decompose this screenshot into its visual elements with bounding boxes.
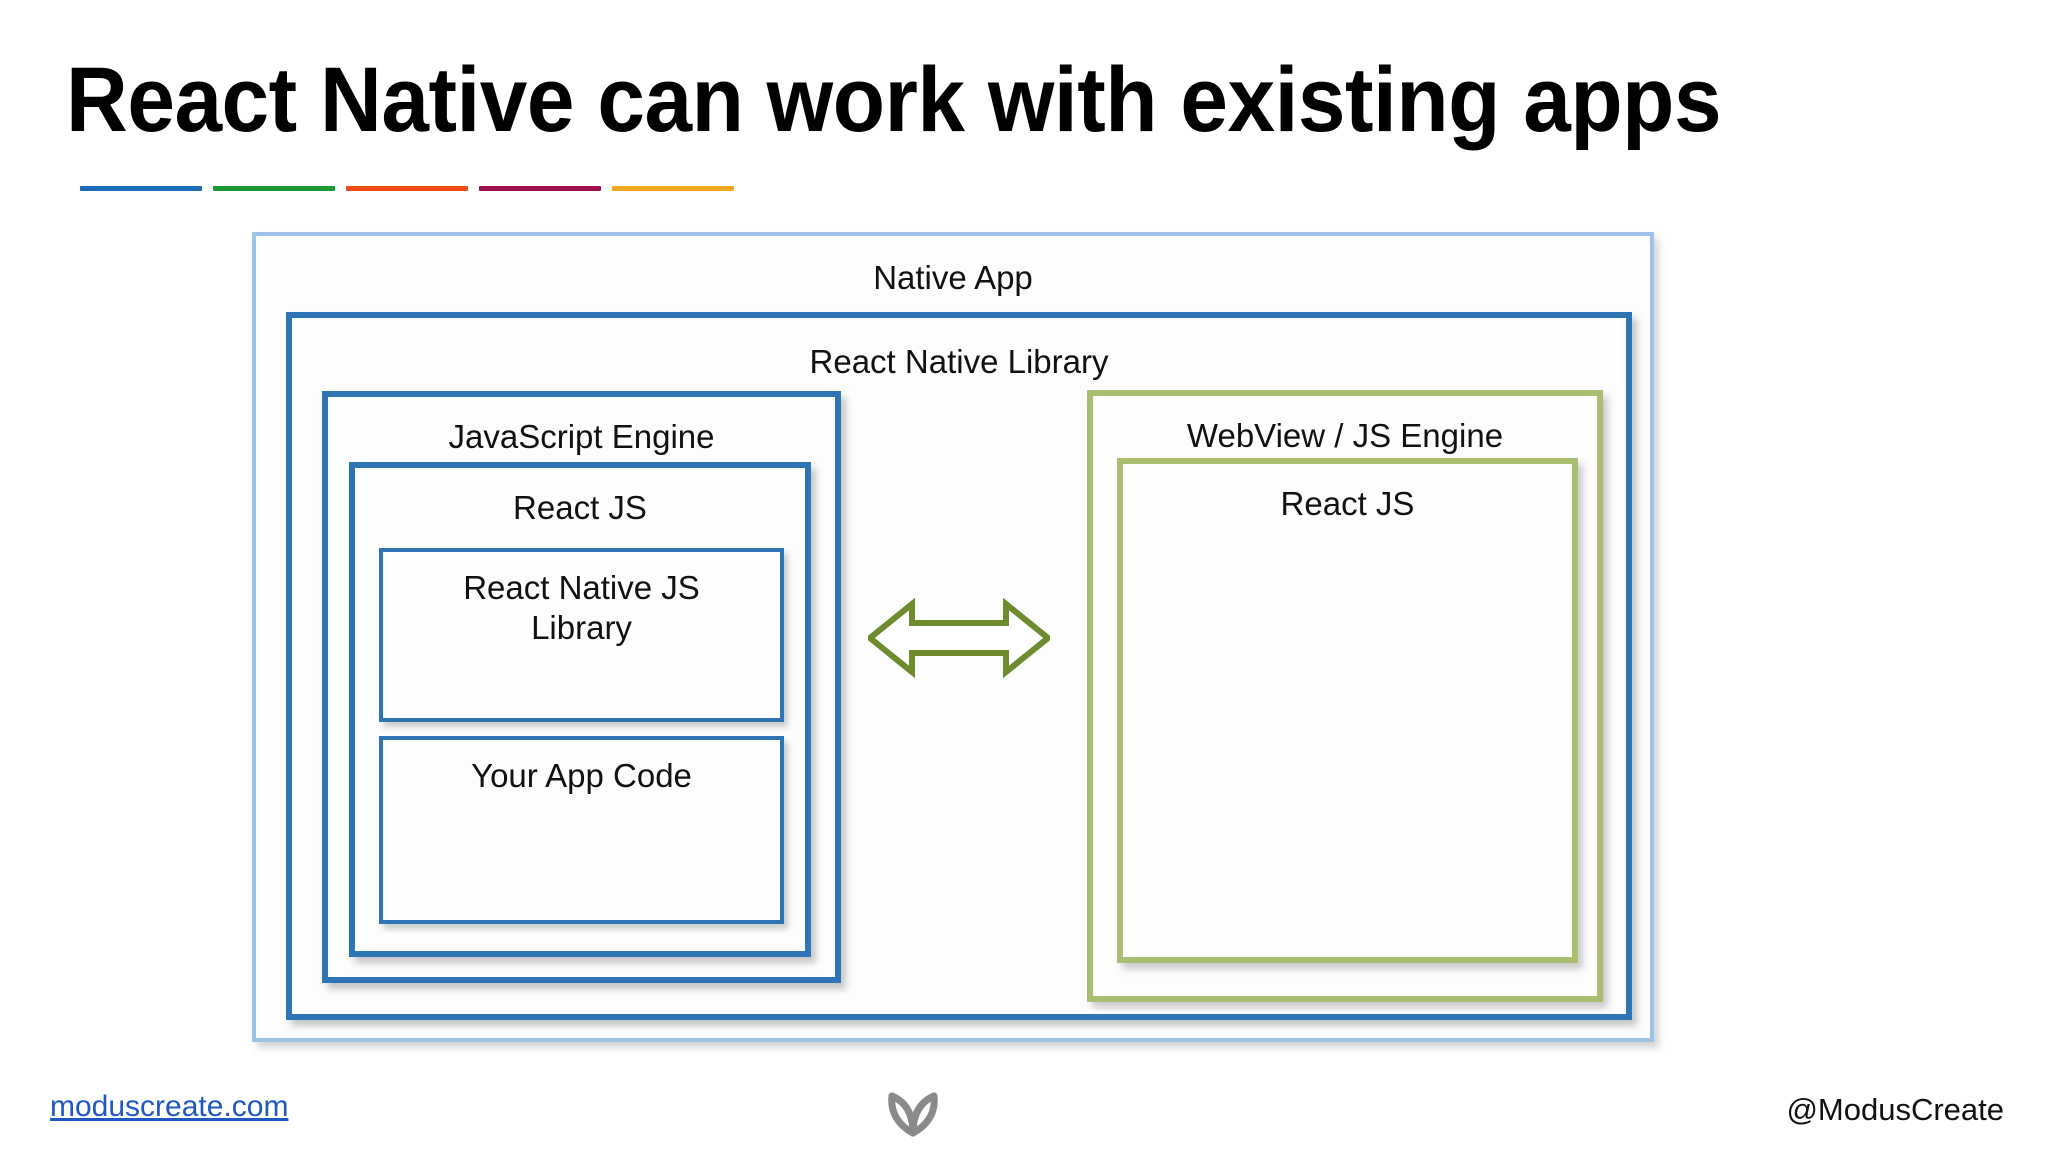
box-react-js-right: React JS: [1117, 458, 1578, 963]
box-webview-js-engine: WebView / JS Engine React JS: [1087, 390, 1603, 1002]
page-title: React Native can work with existing apps: [66, 49, 1722, 151]
box-javascript-engine: JavaScript Engine React JS React Native …: [322, 391, 841, 983]
accent-bar-green: [213, 186, 335, 191]
box-native-app-label: Native App: [873, 259, 1033, 296]
box-react-native-js-library: React Native JS Library: [379, 548, 784, 722]
box-your-app-code-label: Your App Code: [471, 757, 692, 794]
accent-bar-orange: [346, 186, 468, 191]
box-react-js-left: React JS React Native JS Library Your Ap…: [349, 462, 811, 957]
box-native-app: Native App React Native Library JavaScri…: [252, 232, 1654, 1042]
box-react-js-right-label: React JS: [1280, 485, 1415, 522]
double-headed-arrow-icon: [868, 596, 1050, 680]
box-webview-js-engine-label: WebView / JS Engine: [1186, 417, 1504, 454]
footer-social-handle: @ModusCreate: [1786, 1092, 2004, 1127]
modus-create-butterfly-logo-icon: [880, 1088, 946, 1146]
box-react-native-library: React Native Library JavaScript Engine R…: [286, 312, 1632, 1020]
box-javascript-engine-label: JavaScript Engine: [448, 418, 715, 455]
box-react-native-library-label: React Native Library: [809, 343, 1109, 380]
accent-bar-blue: [80, 186, 202, 191]
accent-bar-amber: [612, 186, 734, 191]
box-react-native-js-library-label: React Native JS Library: [463, 569, 700, 646]
footer-website-link[interactable]: moduscreate.com: [50, 1090, 289, 1123]
accent-bar-magenta: [479, 186, 601, 191]
box-react-js-left-label: React JS: [513, 489, 647, 526]
accent-bar-group: [80, 186, 734, 191]
box-your-app-code: Your App Code: [379, 736, 784, 924]
